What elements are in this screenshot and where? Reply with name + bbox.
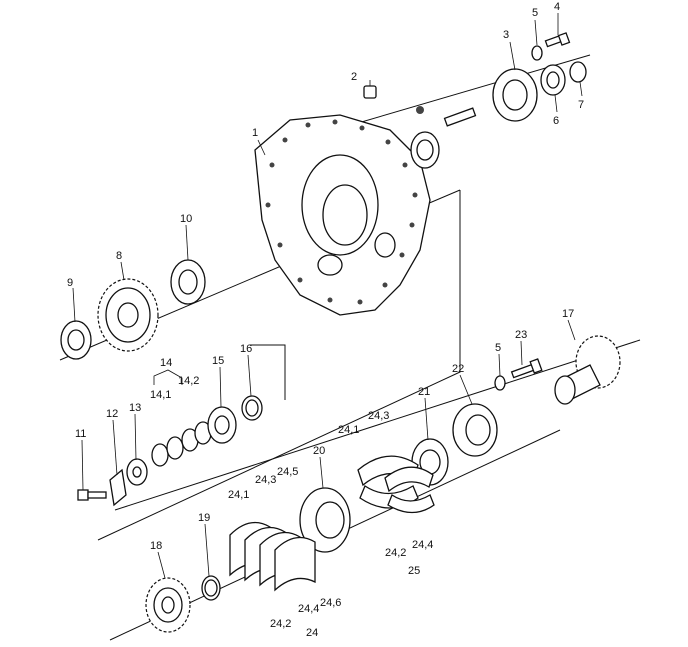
label-part-13: 13 xyxy=(129,402,141,414)
label-part-5-top: 5 xyxy=(532,7,538,19)
label-part-24-4-bottom: 24,4 xyxy=(298,603,319,615)
part-labels: 1 2 3 4 5 6 7 8 9 10 11 12 13 14 14,1 14… xyxy=(67,1,584,639)
label-part-24-3-left: 24,3 xyxy=(255,474,276,486)
label-part-9: 9 xyxy=(67,277,73,289)
label-part-25: 25 xyxy=(408,565,420,577)
label-part-21: 21 xyxy=(418,386,430,398)
label-part-22: 22 xyxy=(452,363,464,375)
part-washer-top xyxy=(531,45,543,61)
part-gear-18 xyxy=(145,577,191,633)
label-part-24-1-left: 24,1 xyxy=(228,489,249,501)
label-part-6: 6 xyxy=(553,115,559,127)
label-part-3: 3 xyxy=(503,29,509,41)
label-part-10: 10 xyxy=(180,213,192,225)
label-part-24-2-right: 24,2 xyxy=(385,547,406,559)
label-part-16: 16 xyxy=(240,343,252,355)
label-part-1: 1 xyxy=(252,127,258,139)
label-part-19: 19 xyxy=(198,512,210,524)
label-part-14: 14 xyxy=(160,357,172,369)
part-washer-bottom xyxy=(494,375,506,391)
part-pinion-shaft-17 xyxy=(554,335,621,405)
label-part-2: 2 xyxy=(351,71,357,83)
part-bearing-top xyxy=(540,64,566,96)
label-part-5-bottom: 5 xyxy=(495,342,501,354)
part-cover-gear-top xyxy=(410,106,477,169)
part-bearing-10 xyxy=(170,259,206,305)
part-friction-plates-25 xyxy=(357,455,435,514)
label-part-8: 8 xyxy=(116,250,122,262)
part-flange-22 xyxy=(452,403,498,457)
label-part-24-3-right: 24,3 xyxy=(368,410,389,422)
label-part-17: 17 xyxy=(562,308,574,320)
part-ring-19 xyxy=(201,575,221,601)
part-snap-ring-top xyxy=(569,61,587,83)
part-bearing-15 xyxy=(207,406,237,444)
label-part-7: 7 xyxy=(578,99,584,111)
part-carrier-20 xyxy=(299,487,351,553)
part-bolt-23 xyxy=(510,358,543,379)
part-plate-12 xyxy=(109,468,127,507)
label-part-12: 12 xyxy=(106,408,118,420)
part-plug xyxy=(363,80,377,99)
label-part-20: 20 xyxy=(313,445,325,457)
part-shims-14 xyxy=(151,369,212,467)
label-part-15: 15 xyxy=(212,355,224,367)
label-part-24-6: 24,6 xyxy=(320,597,341,609)
part-bolt-top xyxy=(544,32,571,48)
part-bolt-11 xyxy=(77,489,107,501)
label-part-24: 24 xyxy=(306,627,318,639)
part-ring-16 xyxy=(241,395,263,421)
part-spacer-13 xyxy=(126,458,148,486)
label-part-4: 4 xyxy=(554,1,560,13)
label-part-24-2-bottom: 24,2 xyxy=(270,618,291,630)
label-part-24-4-right: 24,4 xyxy=(412,539,433,551)
label-part-23: 23 xyxy=(515,329,527,341)
housing-bolt-holes xyxy=(265,119,418,305)
part-bearing-9 xyxy=(60,320,92,360)
part-gear-8 xyxy=(97,278,159,352)
label-part-14-2: 14,2 xyxy=(178,375,199,387)
label-part-11: 11 xyxy=(75,428,86,440)
part-clutch-plates-24 xyxy=(229,521,316,592)
label-part-24-5: 24,5 xyxy=(277,466,298,478)
label-part-18: 18 xyxy=(150,540,162,552)
part-housing-plate xyxy=(254,114,431,316)
part-bearing-cover xyxy=(492,68,538,122)
label-part-14-1: 14,1 xyxy=(150,389,171,401)
label-part-24-1-right: 24,1 xyxy=(338,424,359,436)
leader-lines xyxy=(72,13,583,579)
